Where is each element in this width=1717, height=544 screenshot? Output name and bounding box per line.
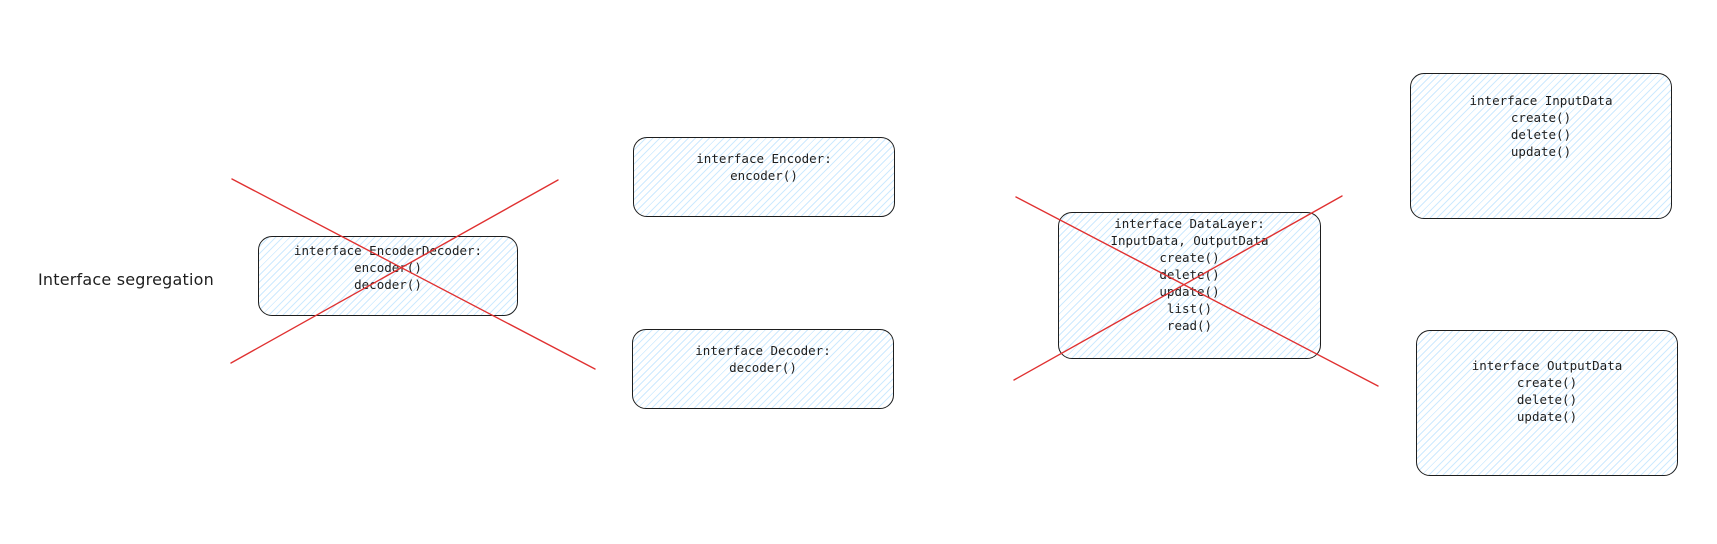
box-decoder: interface Decoder: decoder() — [632, 329, 894, 409]
method-label: encoder() — [730, 168, 798, 183]
box-label: InputData, OutputData — [1110, 233, 1269, 248]
box-encoder-decoder: interface EncoderDecoder: encoder() deco… — [258, 236, 518, 316]
method-label: list() — [1166, 301, 1213, 316]
box-data-layer: interface DataLayer: InputData, OutputDa… — [1058, 212, 1321, 359]
method-label: update() — [1510, 144, 1572, 159]
box-output-data: interface OutputData create() delete() u… — [1416, 330, 1678, 476]
box-label: interface EncoderDecoder: — [293, 243, 483, 258]
box-label: interface Encoder: — [696, 151, 832, 166]
method-label: encoder() — [354, 260, 422, 275]
method-label: create() — [1159, 250, 1220, 265]
diagram-title: Interface segregation — [38, 270, 214, 289]
method-label: delete() — [1159, 267, 1220, 282]
method-label: read() — [1166, 318, 1213, 333]
method-label: delete() — [1510, 127, 1572, 142]
method-label: update() — [1516, 409, 1578, 424]
box-label: interface OutputData — [1471, 358, 1623, 373]
method-label: delete() — [1516, 392, 1578, 407]
box-label: interface Decoder: — [695, 343, 831, 358]
method-label: update() — [1159, 284, 1220, 299]
method-label: decoder() — [354, 277, 422, 292]
method-label: create() — [1516, 375, 1578, 390]
box-encoder: interface Encoder: encoder() — [633, 137, 895, 217]
method-label: decoder() — [729, 360, 797, 375]
method-label: create() — [1510, 110, 1572, 125]
box-label: interface DataLayer: — [1114, 216, 1265, 231]
box-input-data: interface InputData create() delete() up… — [1410, 73, 1672, 219]
box-label: interface InputData — [1469, 93, 1613, 108]
